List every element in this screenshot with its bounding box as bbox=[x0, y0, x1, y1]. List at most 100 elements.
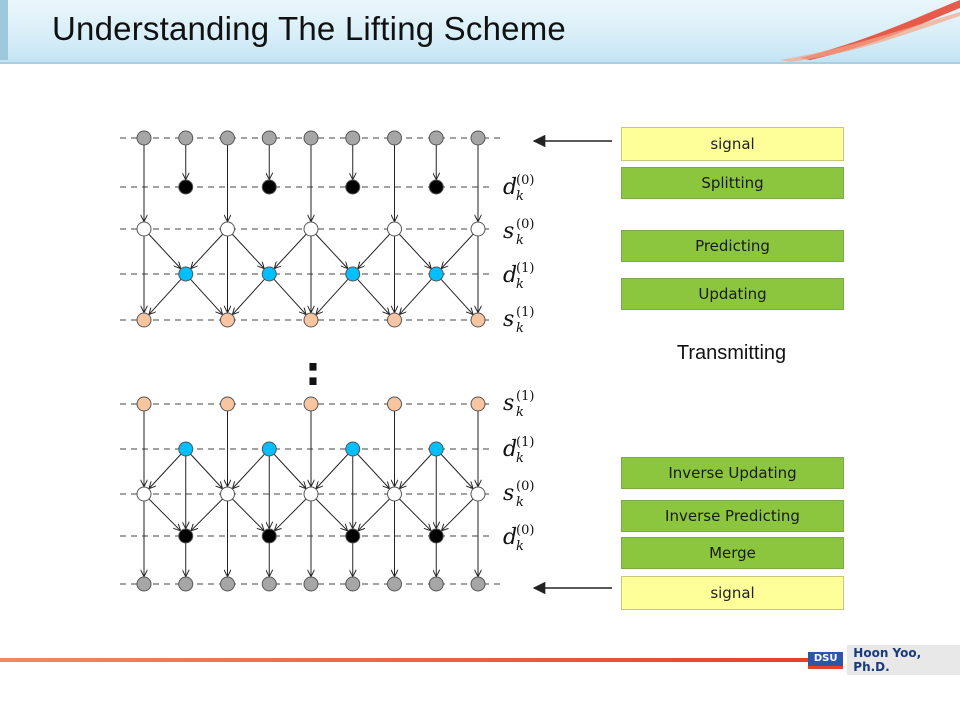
top-s0-node bbox=[470, 221, 486, 237]
bottom-s0-node bbox=[387, 486, 402, 502]
inv-update-arrow-r-1 bbox=[273, 453, 306, 488]
bottom-signal-node bbox=[303, 576, 319, 592]
update-arrow-r-2 bbox=[357, 278, 389, 314]
bottom-label-d1-sup: (1) bbox=[516, 435, 534, 450]
bottom-label-s1-sub: k bbox=[516, 405, 524, 420]
inv-predict-arrow-l-1 bbox=[232, 498, 263, 530]
bottom-d0-node bbox=[345, 528, 361, 544]
step-predicting: Predicting bbox=[621, 230, 844, 262]
bottom-s1-node bbox=[387, 396, 402, 412]
title-bar: Understanding The Lifting Scheme bbox=[0, 0, 960, 64]
bottom-d0-node bbox=[261, 528, 277, 544]
bottom-s0-node bbox=[220, 486, 235, 502]
top-d0-node bbox=[428, 179, 444, 195]
inv-predict-arrow-r-3 bbox=[442, 498, 474, 530]
top-s0-node bbox=[136, 221, 152, 237]
predict-arrow-r-1 bbox=[275, 233, 307, 268]
top-signal-node bbox=[261, 130, 277, 146]
inv-predict-arrow-r-2 bbox=[358, 498, 390, 530]
top-d1-node bbox=[345, 266, 361, 282]
bottom-signal-node bbox=[345, 576, 361, 592]
ellipsis-dots: : bbox=[305, 349, 321, 395]
top-label-s0-sub: k bbox=[516, 233, 524, 248]
top-signal-node bbox=[345, 130, 361, 146]
bottom-signal-node bbox=[178, 576, 194, 592]
top-signal-node bbox=[387, 130, 402, 146]
inv-update-arrow-l-2 bbox=[316, 453, 349, 488]
top-signal-node bbox=[136, 130, 152, 146]
update-arrow-l-0 bbox=[149, 278, 182, 314]
top-label-d0-sup: (0) bbox=[516, 173, 534, 188]
top-label-d1: d bbox=[503, 263, 517, 288]
update-arrow-r-3 bbox=[440, 278, 473, 314]
top-signal-node bbox=[303, 130, 319, 146]
bottom-label-d0-sub: k bbox=[516, 539, 524, 554]
bottom-s0-node bbox=[470, 486, 486, 502]
step-inverse-updating: Inverse Updating bbox=[621, 457, 844, 489]
top-s1-node bbox=[303, 312, 319, 328]
step-updating: Updating bbox=[621, 278, 844, 310]
bottom-d1-node bbox=[261, 441, 277, 457]
top-d1-node bbox=[178, 266, 194, 282]
footer-brand: DSU Hoon Yoo, Ph.D. bbox=[808, 645, 960, 675]
bottom-signal-node bbox=[470, 576, 486, 592]
predict-arrow-r-2 bbox=[358, 233, 391, 268]
bottom-d0-node bbox=[428, 528, 444, 544]
bottom-s1-node bbox=[303, 396, 319, 412]
top-s1-node bbox=[136, 312, 152, 328]
bottom-s1-node bbox=[220, 396, 235, 412]
top-label-s1-sup: (1) bbox=[516, 305, 534, 320]
top-signal-node bbox=[220, 130, 235, 146]
inv-update-arrow-l-0 bbox=[149, 453, 182, 488]
top-label-s0-sup: (0) bbox=[516, 217, 534, 232]
author-name: Hoon Yoo, Ph.D. bbox=[847, 645, 960, 675]
top-s1-node bbox=[387, 312, 402, 328]
top-d0-node bbox=[178, 179, 194, 195]
bottom-label-s0-sub: k bbox=[516, 495, 524, 510]
inv-predict-arrow-l-2 bbox=[315, 498, 347, 530]
step-inverse-predicting: Inverse Predicting bbox=[621, 500, 844, 532]
bottom-s1-node bbox=[470, 396, 486, 412]
top-label-s0: s bbox=[503, 219, 514, 244]
top-label-d0-sub: k bbox=[516, 189, 524, 204]
predict-arrow-r-3 bbox=[442, 233, 474, 268]
bottom-signal-node bbox=[261, 576, 277, 592]
inv-predict-arrow-l-0 bbox=[148, 498, 180, 530]
bottom-signal-node bbox=[387, 576, 402, 592]
predict-arrow-r-0 bbox=[191, 233, 224, 268]
transmitting-label: Transmitting bbox=[676, 342, 787, 364]
top-s0-node bbox=[303, 221, 319, 237]
bottom-label-d0-sup: (0) bbox=[516, 523, 534, 538]
bottom-s1-node bbox=[136, 396, 152, 412]
page-title: Understanding The Lifting Scheme bbox=[52, 10, 566, 47]
update-arrow-r-0 bbox=[190, 278, 222, 314]
step-signal-output: signal bbox=[621, 576, 844, 610]
top-label-d0: d bbox=[503, 175, 517, 200]
top-d0-node bbox=[345, 179, 361, 195]
bottom-signal-node bbox=[428, 576, 444, 592]
top-signal-node bbox=[470, 130, 486, 146]
update-arrow-l-1 bbox=[233, 278, 265, 314]
bottom-s0-node bbox=[136, 486, 152, 502]
bottom-d1-node bbox=[345, 441, 361, 457]
top-s1-node bbox=[470, 312, 486, 328]
bottom-label-s1-sup: (1) bbox=[516, 389, 534, 404]
step-merge: Merge bbox=[621, 537, 844, 569]
step-splitting: Splitting bbox=[621, 167, 844, 199]
predict-arrow-l-0 bbox=[148, 233, 181, 268]
bottom-label-s0: s bbox=[503, 481, 514, 506]
update-arrow-l-3 bbox=[400, 278, 432, 314]
university-logo: DSU bbox=[808, 651, 844, 669]
update-arrow-l-2 bbox=[316, 278, 349, 314]
top-label-s1-sub: k bbox=[516, 321, 524, 336]
top-d1-node bbox=[261, 266, 277, 282]
inv-predict-arrow-l-3 bbox=[399, 498, 430, 530]
bottom-label-d1-sub: k bbox=[516, 451, 524, 466]
title-accent bbox=[0, 0, 8, 60]
footer-line bbox=[0, 658, 808, 662]
top-s0-node bbox=[220, 221, 235, 237]
top-label-s1: s bbox=[503, 307, 514, 332]
bottom-signal-node bbox=[220, 576, 235, 592]
bottom-label-d1: d bbox=[503, 437, 517, 462]
